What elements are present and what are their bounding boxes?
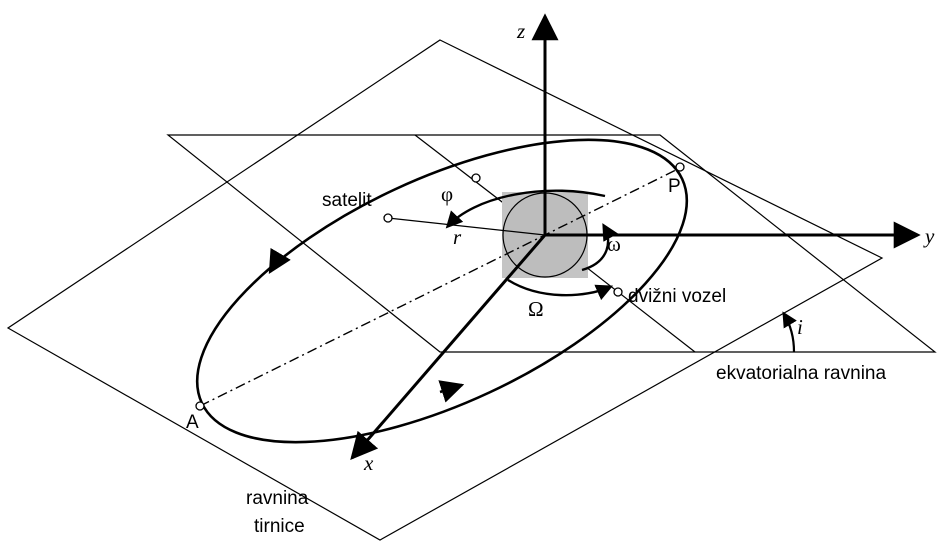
- orbit-plane-crossing-point: [471, 173, 481, 183]
- inclination-label: i: [797, 315, 803, 339]
- apogee-label: A: [186, 412, 199, 433]
- equatorial-plane: [166, 134, 937, 353]
- x-axis: [350, 234, 547, 461]
- r-label: r: [453, 225, 462, 249]
- apogee-point: [195, 401, 205, 411]
- y-axis-label: y: [923, 224, 935, 248]
- phi-arc: [445, 189, 606, 229]
- ascending-node-point: [613, 287, 623, 297]
- perigee-label: P: [668, 176, 681, 197]
- apsidal-line: [199, 166, 683, 407]
- orbit-plane-label-line2: tirnice: [254, 516, 305, 537]
- satellite-point: [383, 213, 393, 223]
- z-axis-label: z: [516, 19, 525, 43]
- omega-small-arc: [581, 223, 618, 272]
- omega-big-arc: [507, 278, 614, 301]
- phi-label: φ: [441, 182, 453, 206]
- orbit-plane: [6, 39, 884, 541]
- satellite-label: satelit: [322, 190, 372, 211]
- omega-big-label: Ω: [528, 297, 544, 321]
- x-axis-label: x: [363, 451, 374, 475]
- ascending-node-label: dvižni vozel: [628, 286, 726, 307]
- inclination-arc: [782, 311, 797, 353]
- equatorial-plane-label: ekvatorialna ravnina: [716, 363, 886, 384]
- radius-line: [387, 217, 546, 236]
- orbit-plane-label-line1: ravnina: [246, 488, 309, 509]
- perigee-point: [675, 162, 685, 172]
- orbit-arrow-bottom: [438, 380, 465, 403]
- omega-small-label: ω: [607, 232, 621, 256]
- orbit-arrow-left: [268, 247, 291, 275]
